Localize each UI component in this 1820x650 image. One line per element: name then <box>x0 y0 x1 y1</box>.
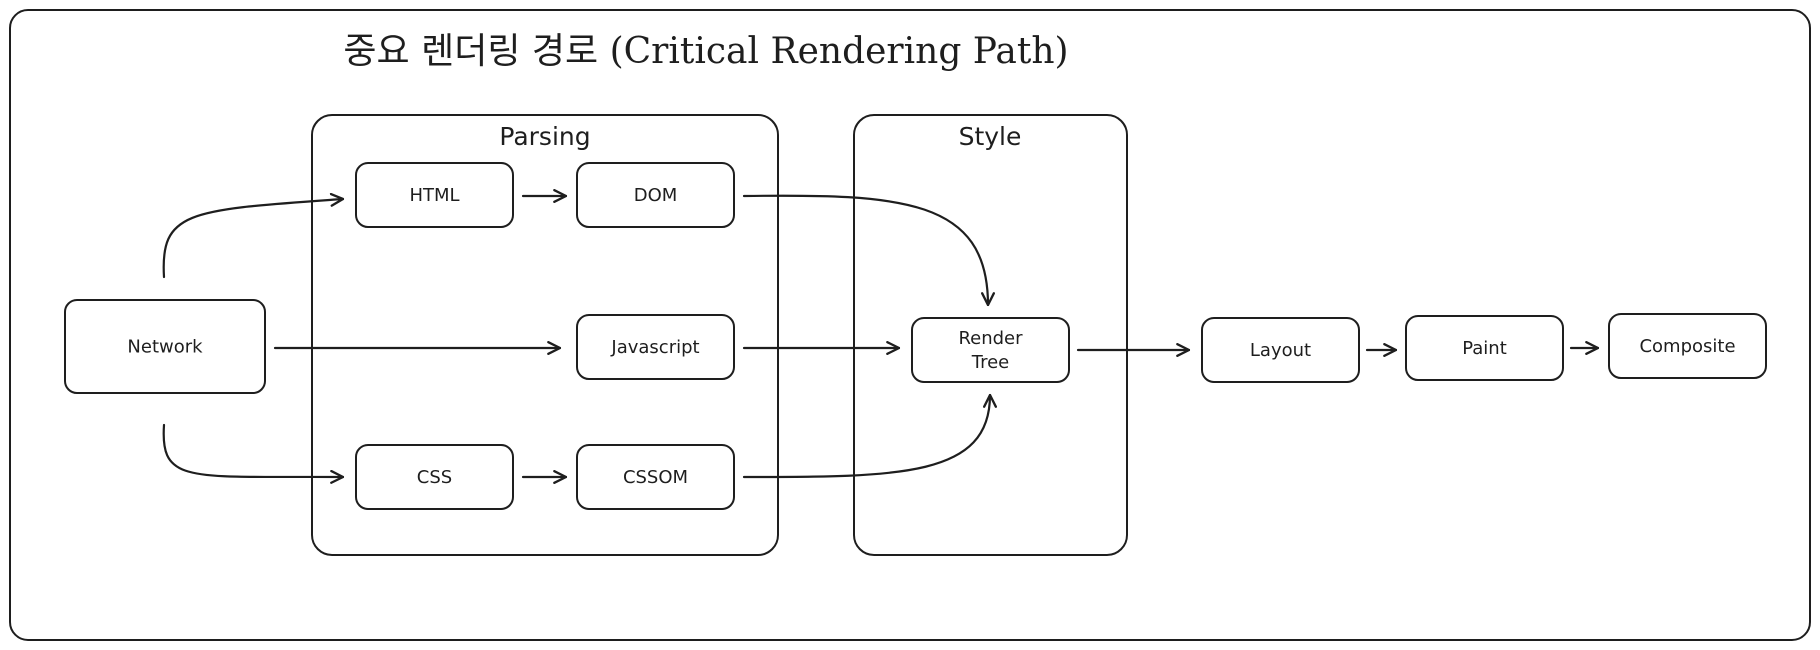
node-network: Network <box>64 299 266 394</box>
group-parsing-box <box>311 114 779 556</box>
node-javascript: Javascript <box>576 314 735 380</box>
group-style: Style <box>853 114 1128 556</box>
node-css-box <box>355 444 514 510</box>
node-layout: Layout <box>1201 317 1360 383</box>
diagram-title: 중요 렌더링 경로 (Critical Rendering Path) <box>343 31 1068 72</box>
node-dom: DOM <box>576 162 735 228</box>
group-style-box <box>853 114 1128 556</box>
node-paint: Paint <box>1405 315 1564 381</box>
node-layout-box <box>1201 317 1360 383</box>
node-composite-box <box>1608 313 1767 379</box>
edges-layer <box>162 189 1600 484</box>
node-composite: Composite <box>1608 313 1767 379</box>
node-render-tree-label: Tree <box>971 352 1010 373</box>
node-dom-box <box>576 162 735 228</box>
node-render-tree-label: Render <box>958 328 1023 349</box>
node-html-label: HTML <box>409 185 459 206</box>
arrow-dom-to-render-tree <box>742 194 995 307</box>
arrow-network-to-html <box>162 192 345 279</box>
arrow-network-to-css <box>162 423 345 484</box>
node-css-label: CSS <box>417 467 452 488</box>
arrow-cssom-to-render-tree <box>742 393 997 479</box>
node-javascript-box <box>576 314 735 380</box>
node-html-box <box>355 162 514 228</box>
node-css: CSS <box>355 444 514 510</box>
node-dom-label: DOM <box>634 185 678 206</box>
node-cssom-label: CSSOM <box>623 467 688 488</box>
node-html: HTML <box>355 162 514 228</box>
node-network-box <box>64 299 266 394</box>
groups-layer: Parsing Style <box>311 114 1128 556</box>
group-style-label: Style <box>959 122 1022 151</box>
node-paint-box <box>1405 315 1564 381</box>
node-javascript-label: Javascript <box>610 337 699 358</box>
outer-frame <box>9 9 1811 641</box>
group-parsing: Parsing <box>311 114 779 556</box>
node-render-tree-box <box>911 317 1070 383</box>
node-layout-label: Layout <box>1250 340 1311 361</box>
node-composite-label: Composite <box>1639 336 1735 357</box>
node-cssom: CSSOM <box>576 444 735 510</box>
node-network-label: Network <box>127 337 203 358</box>
node-paint-label: Paint <box>1462 338 1507 359</box>
group-parsing-label: Parsing <box>499 122 590 151</box>
node-cssom-box <box>576 444 735 510</box>
